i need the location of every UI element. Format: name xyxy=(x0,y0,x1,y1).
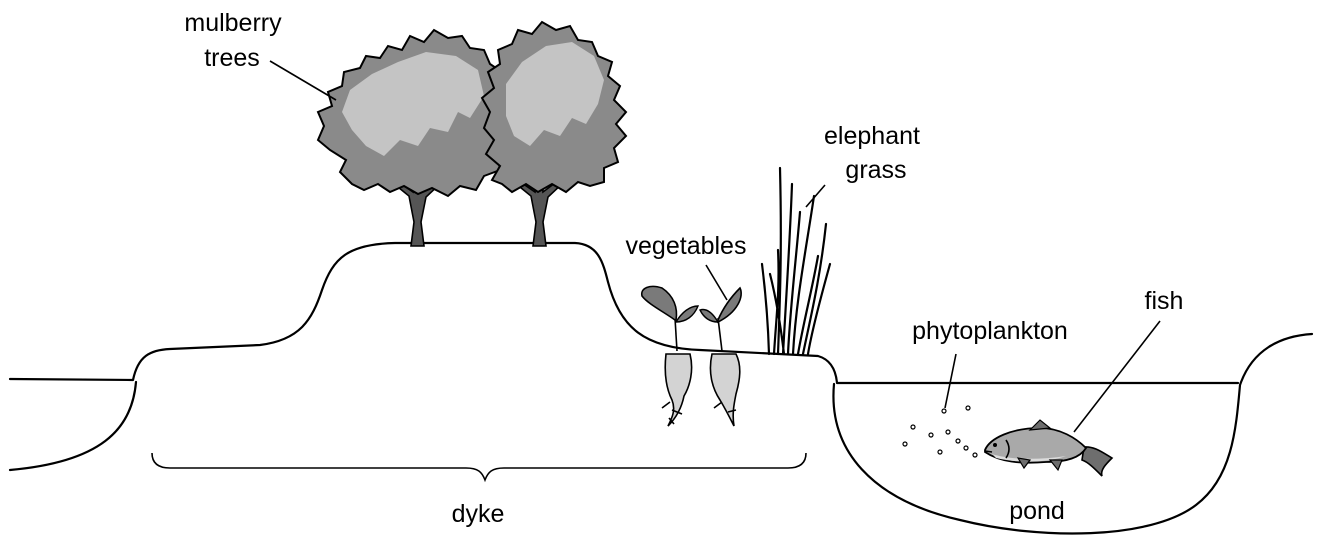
plankton-dot xyxy=(946,430,950,434)
vegetable-right-stem xyxy=(718,318,722,351)
plankton-dot xyxy=(938,450,942,454)
phytoplankton-dots xyxy=(903,406,977,457)
plankton-dot xyxy=(903,442,907,446)
vegetable-left-leaf xyxy=(642,286,677,320)
vegetable-right xyxy=(700,288,741,426)
plankton-dot xyxy=(942,409,946,413)
left-bank-line xyxy=(10,382,136,470)
label-vegetables: vegetables xyxy=(626,232,747,260)
mulberry-trees xyxy=(318,22,626,246)
fish xyxy=(985,420,1112,476)
label-dyke: dyke xyxy=(452,500,505,528)
elephant-grass xyxy=(762,168,830,354)
plankton-dot xyxy=(956,439,960,443)
plankton-dot xyxy=(911,425,915,429)
pond-basin xyxy=(833,334,1312,534)
elephant-grass-pointer xyxy=(806,185,825,207)
dyke-brace xyxy=(152,453,806,480)
phytoplankton-pointer xyxy=(945,354,956,408)
dyke-ground-line xyxy=(10,243,1238,383)
fish-mouth xyxy=(985,451,992,452)
vegetable-right-leaf xyxy=(718,288,741,322)
grass-blades xyxy=(762,168,830,354)
vegetable-right-root xyxy=(710,354,739,426)
vegetable-left-stem xyxy=(675,318,677,351)
terrain xyxy=(10,243,1312,534)
fish-eye xyxy=(993,443,997,447)
plankton-dot xyxy=(929,433,933,437)
vegetable-left-leaf2 xyxy=(676,306,698,322)
label-pond: pond xyxy=(1009,497,1065,525)
label-mulberry-trees-line2: trees xyxy=(204,44,260,72)
tree-right xyxy=(482,22,626,246)
fish-pointer xyxy=(1074,321,1160,432)
label-fish: fish xyxy=(1145,287,1184,315)
plankton-dot xyxy=(966,406,970,410)
plankton-dot xyxy=(973,453,977,457)
label-phytoplankton: phytoplankton xyxy=(912,317,1068,345)
vegetable-left-root xyxy=(665,354,691,426)
vegetables-pointer xyxy=(706,265,727,300)
fish-tail xyxy=(1082,447,1112,476)
tree-left xyxy=(318,30,516,246)
plankton-dot xyxy=(964,446,968,450)
label-mulberry-trees-line1: mulberry xyxy=(184,9,282,37)
label-elephant-grass-line2: grass xyxy=(845,156,906,184)
mulberry-pointer xyxy=(270,61,336,100)
label-elephant-grass-line1: elephant xyxy=(824,122,920,150)
vegetable-right-leaf2 xyxy=(700,310,718,323)
vegetables xyxy=(642,286,741,426)
vegetable-left xyxy=(642,286,698,426)
